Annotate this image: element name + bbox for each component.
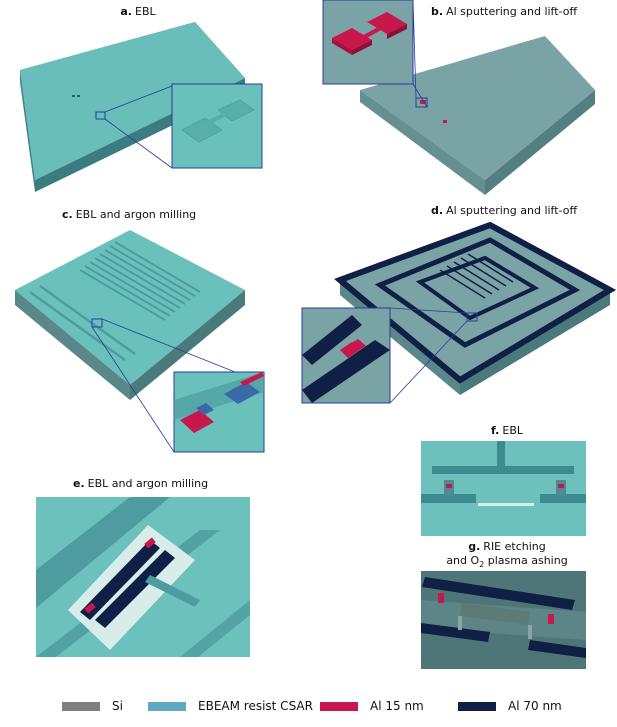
legend-item-al70: Al 70 nm xyxy=(458,699,562,713)
caption-b: b.Al sputtering and lift-off xyxy=(431,5,578,18)
legend-item-al15: Al 15 nm xyxy=(320,699,424,713)
legend-item-resist: EBEAM resist CSAR xyxy=(148,699,313,713)
panel-c-chip xyxy=(15,230,245,453)
panel-e-image xyxy=(36,497,250,657)
caption-e: e.EBL and argon milling xyxy=(73,477,209,490)
legend: Si EBEAM resist CSAR Al 15 nm Al 70 nm xyxy=(0,695,617,719)
legend-swatch-al15 xyxy=(320,701,358,711)
caption-f: f.EBL xyxy=(491,424,523,437)
legend-swatch-si xyxy=(62,701,100,711)
panel-g-image xyxy=(421,571,586,669)
caption-a: a.EBL xyxy=(120,5,156,18)
panel-b-zoom xyxy=(322,0,414,85)
caption-g: g.RIE etching and O2 plasma ashing xyxy=(446,540,568,570)
panel-a-zoom xyxy=(171,83,263,169)
caption-d: d.Al sputtering and lift-off xyxy=(431,204,578,217)
legend-item-si: Si xyxy=(62,699,123,713)
legend-swatch-resist xyxy=(148,701,186,711)
caption-c: c.EBL and argon milling xyxy=(62,208,197,221)
legend-swatch-al70 xyxy=(458,701,496,711)
panel-f-image xyxy=(421,441,586,536)
panel-c-zoom xyxy=(173,371,265,453)
panel-d-zoom xyxy=(301,307,391,404)
